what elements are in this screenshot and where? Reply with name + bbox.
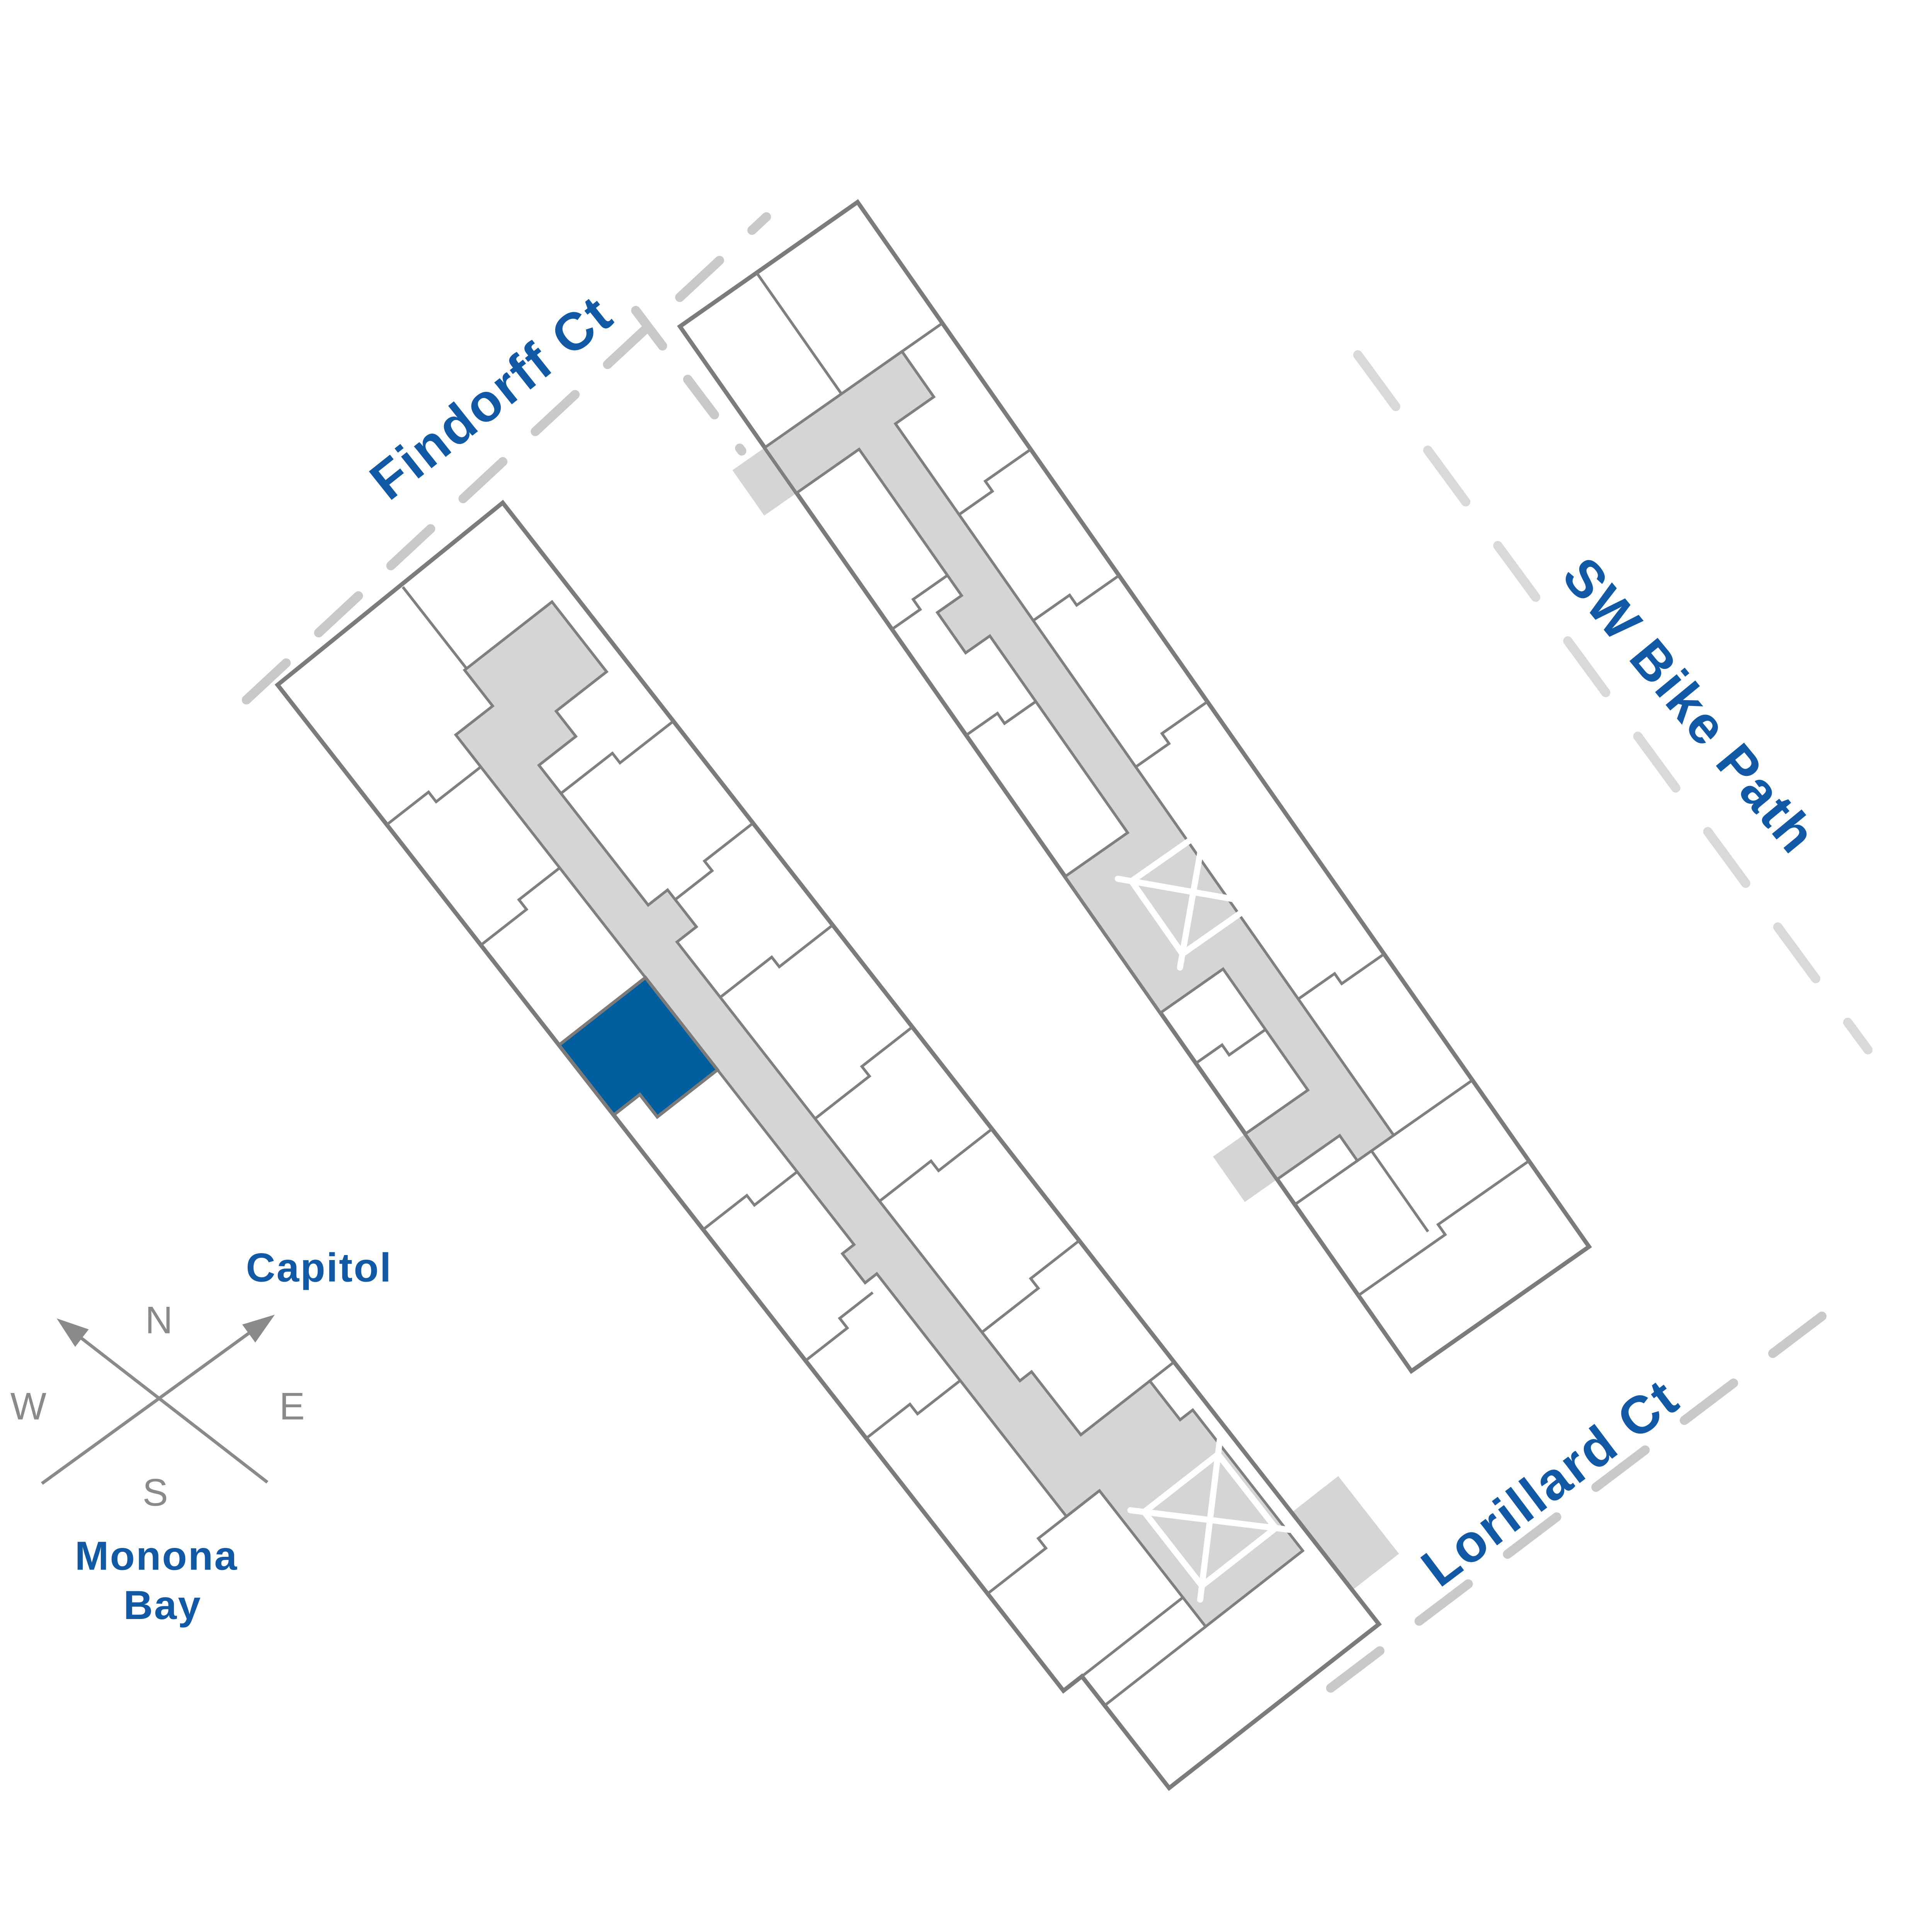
- compass-arrowhead-northwest: [56, 1318, 89, 1347]
- compass-west-label: W: [10, 1385, 46, 1427]
- stair-x-lines: [1114, 813, 1272, 971]
- stair-x-icon: [1127, 1437, 1293, 1603]
- findorff-street-branch-line: [631, 306, 747, 456]
- east-building-entry-patch-north: [732, 447, 797, 516]
- west-building-unit-dividers: [386, 586, 1207, 1707]
- west-building-entry-patch: [1291, 1476, 1399, 1590]
- lorillard-street-label: Lorillard Ct: [1411, 1367, 1690, 1598]
- compass-south-label: S: [143, 1471, 168, 1514]
- east-building-corridor: [763, 349, 1396, 1181]
- west-building: [274, 500, 1399, 1791]
- east-building-unit-dividers: [755, 272, 1530, 1297]
- monona-bay-label-line1: Monona: [75, 1534, 238, 1579]
- compass-arrow-northwest: [80, 1337, 269, 1484]
- compass-north-label: N: [145, 1299, 173, 1341]
- stair-box: [1127, 826, 1260, 958]
- compass-arrowhead-northeast: [242, 1315, 275, 1343]
- monona-bay-label-line2: Bay: [124, 1583, 202, 1628]
- stair-box: [1140, 1450, 1280, 1590]
- findorff-street-line: [242, 212, 771, 705]
- compass: N W E S: [10, 1299, 305, 1514]
- sw-bike-path-line: [1353, 350, 1873, 1054]
- compass-east-label: E: [279, 1385, 305, 1427]
- lorillard-street-line: [1326, 1284, 1863, 1693]
- highlighted-unit: [556, 975, 720, 1119]
- compass-arrow-northeast: [41, 1332, 250, 1485]
- east-building: [677, 199, 1592, 1374]
- sw-bike-path-label: SW Bike Path: [1551, 547, 1828, 865]
- stair-x-icon: [1114, 813, 1272, 971]
- stair-x-lines: [1127, 1437, 1293, 1603]
- east-building-entry-patch-south: [1213, 1134, 1277, 1202]
- capitol-label: Capitol: [246, 1245, 392, 1290]
